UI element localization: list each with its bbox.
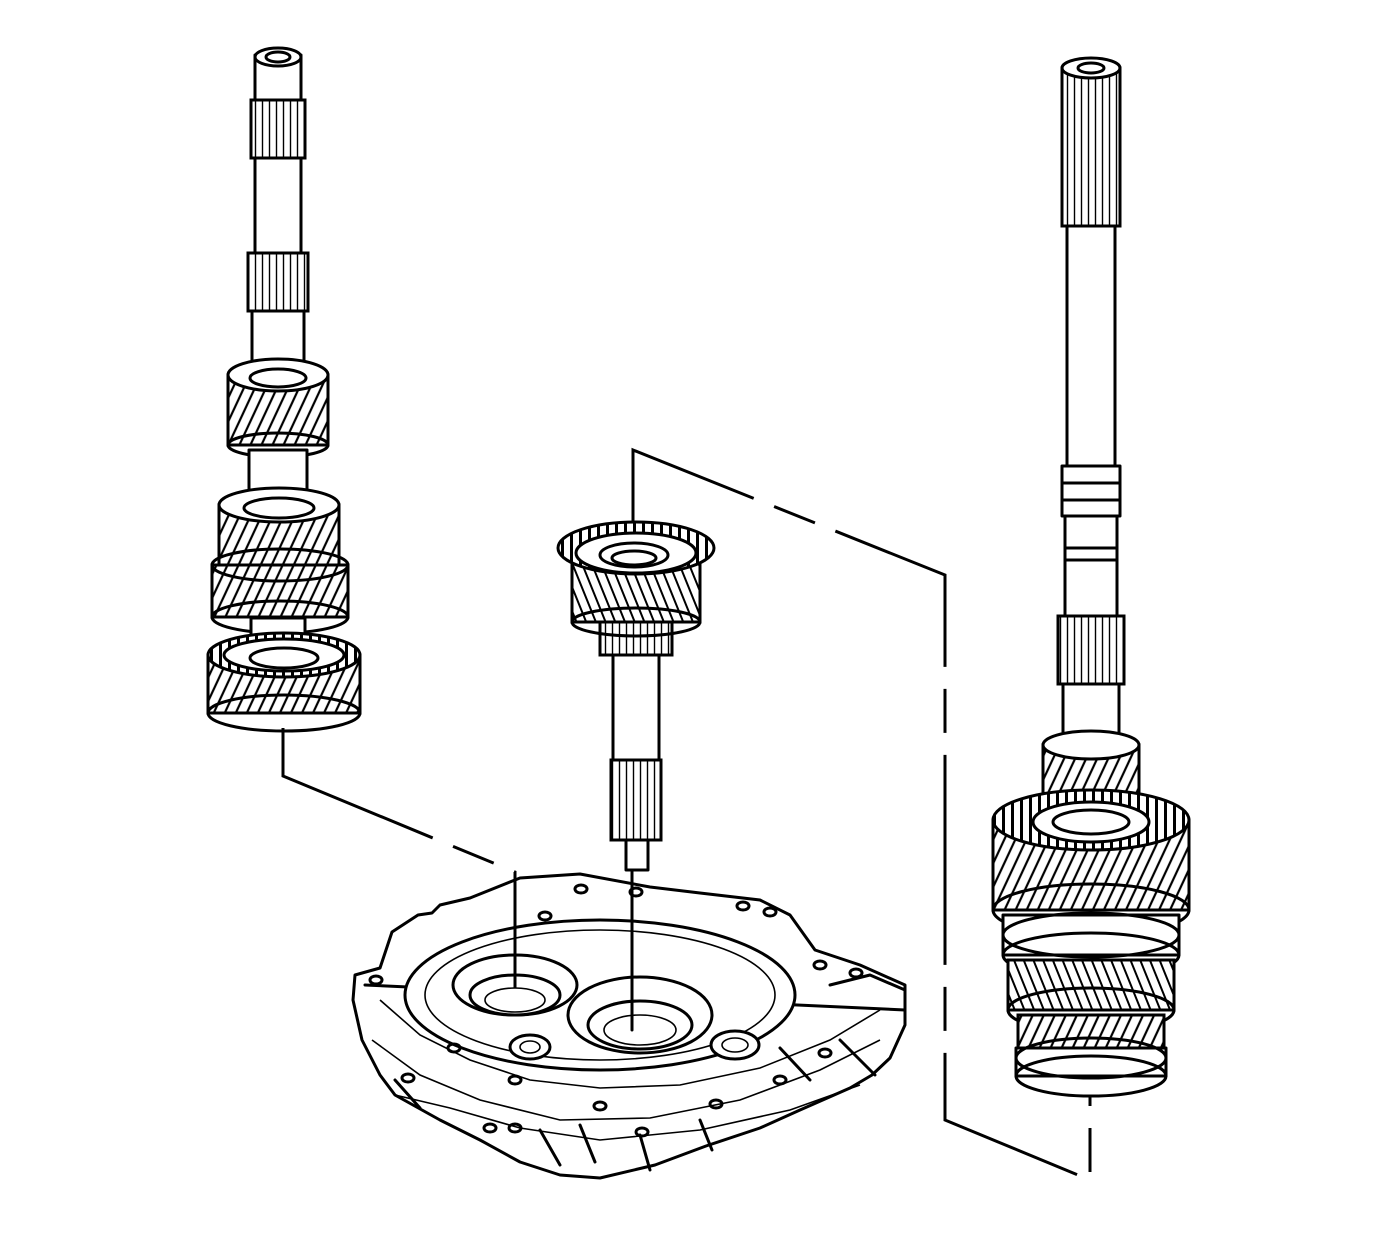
left-gear-1: [226, 357, 330, 459]
center-gear: [556, 520, 716, 657]
right-gear-cluster: [991, 788, 1191, 1098]
leader-left: [281, 728, 517, 988]
center-shaft-spline: [609, 758, 663, 842]
left-gear-4: [206, 631, 362, 733]
center-input-shaft: [556, 520, 716, 872]
right-shaft-top-spline: [1060, 66, 1122, 228]
left-shaft-top-spline: [249, 98, 307, 160]
left-gear-2: [217, 486, 341, 567]
bolt-holes: [368, 883, 864, 1138]
left-shaft-mid-spline: [246, 251, 310, 313]
base-plate: [351, 872, 907, 1180]
leader-lines: [281, 447, 1092, 1183]
left-gear-3: [210, 547, 350, 635]
right-shaft: [991, 56, 1191, 1098]
leader-right: [631, 447, 1092, 1183]
left-shaft: [206, 46, 362, 733]
right-shaft-mid-spline: [1056, 614, 1126, 686]
